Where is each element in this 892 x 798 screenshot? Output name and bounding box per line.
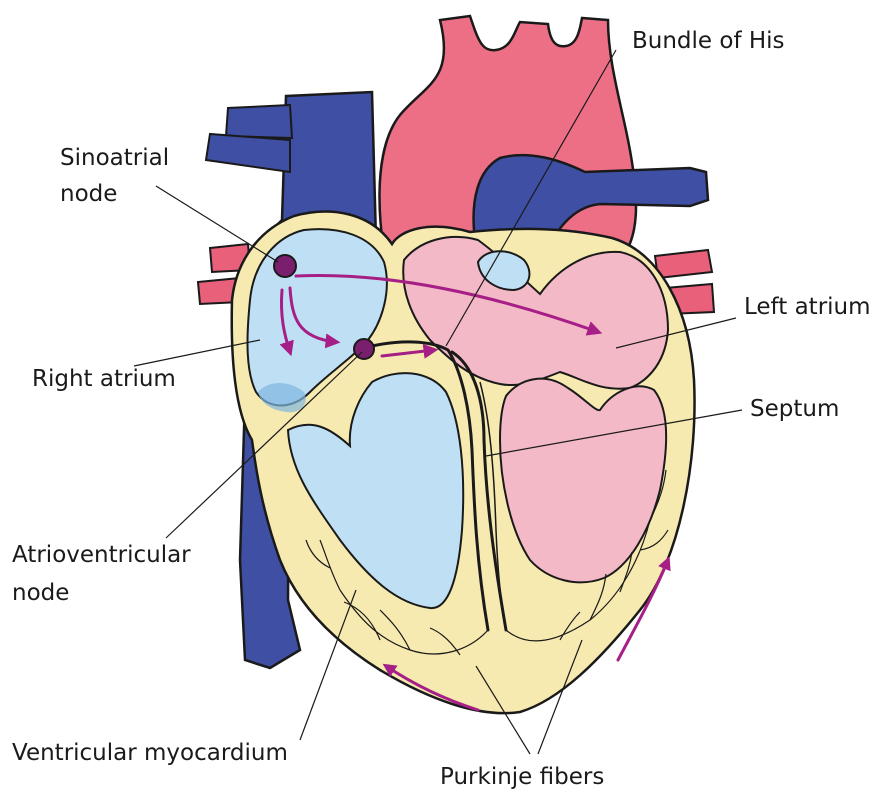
label-purkinje-fibers-text: Purkinje fibers (440, 762, 604, 792)
label-atrioventricular-line2: node (12, 574, 191, 612)
sinoatrial-node-marker (274, 255, 296, 277)
label-left-atrium: Left atrium (744, 292, 871, 322)
label-ventricular-myocardium-text: Ventricular myocardium (12, 738, 288, 768)
label-left-atrium-text: Left atrium (744, 292, 871, 322)
brachiocephalic-vein-lower (206, 134, 290, 172)
label-sinoatrial-line1: Sinoatrial (60, 140, 169, 176)
label-right-atrium: Right atrium (32, 364, 176, 394)
label-sinoatrial-line2: node (60, 176, 169, 212)
label-ventricular-myocardium: Ventricular myocardium (12, 738, 288, 768)
label-bundle-of-his-text: Bundle of His (632, 26, 785, 56)
label-sinoatrial-node: Sinoatrial node (60, 140, 169, 212)
label-purkinje-fibers: Purkinje fibers (440, 762, 604, 792)
label-septum: Septum (750, 394, 839, 424)
label-bundle-of-his: Bundle of His (632, 26, 785, 56)
brachiocephalic-vein-upper (226, 105, 292, 138)
label-septum-text: Septum (750, 394, 839, 424)
label-right-atrium-text: Right atrium (32, 364, 176, 394)
label-atrioventricular-node: Atrioventricular node (12, 536, 191, 612)
label-atrioventricular-line1: Atrioventricular (12, 536, 191, 574)
